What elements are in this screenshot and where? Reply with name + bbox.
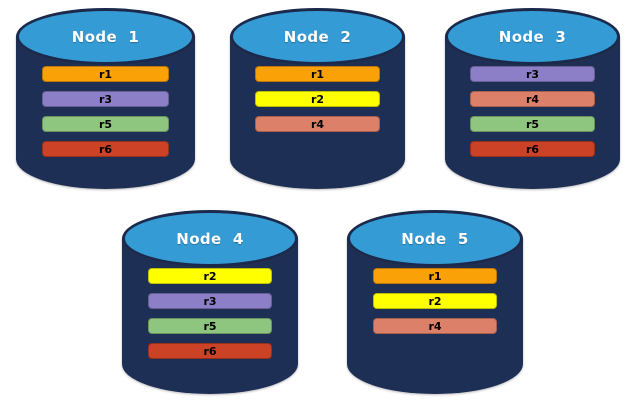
replica-bar-r6: r6 [41,141,170,157]
node-cylinder-5: Node 5 r1 r2 r4 [347,210,523,394]
cylinder-top: Node 3 [445,8,620,65]
node-cylinder-3: Node 3 r3 r4 r5 r6 [445,8,620,189]
cylinder-top: Node 5 [347,210,523,267]
replica-bar-r6: r6 [470,141,595,157]
replica-bar-r5: r5 [147,318,273,334]
replica-list: r1 r3 r5 r6 [16,66,195,157]
replica-bar-r1: r1 [372,268,498,284]
node-title: Node 3 [498,27,567,46]
replica-bar-r2: r2 [147,268,273,284]
replica-list: r2 r3 r5 r6 [122,268,298,359]
replica-list: r3 r4 r5 r6 [445,66,620,157]
cylinder-top: Node 4 [122,210,298,267]
node-cylinder-1: Node 1 r1 r3 r5 r6 [16,8,195,189]
replica-list: r1 r2 r4 [347,268,523,334]
node-title: Node 4 [176,229,244,248]
replica-bar-r1: r1 [255,66,380,82]
replica-bar-r5: r5 [470,116,595,132]
replica-bar-r1: r1 [41,66,170,82]
replica-list: r1 r2 r4 [230,66,405,132]
node-cylinder-2: Node 2 r1 r2 r4 [230,8,405,189]
node-title: Node 2 [283,27,352,46]
replica-bar-r4: r4 [255,116,380,132]
node-cylinder-4: Node 4 r2 r3 r5 r6 [122,210,298,394]
replica-bar-r3: r3 [470,66,595,82]
replica-bar-r3: r3 [147,293,273,309]
replica-bar-r4: r4 [372,318,498,334]
node-title: Node 5 [401,229,469,248]
replica-bar-r3: r3 [41,91,170,107]
node-title: Node 1 [71,27,140,46]
replica-bar-r6: r6 [147,343,273,359]
replica-bar-r5: r5 [41,116,170,132]
replica-bar-r2: r2 [372,293,498,309]
replica-bar-r2: r2 [255,91,380,107]
replica-bar-r4: r4 [470,91,595,107]
cylinder-top: Node 2 [230,8,405,65]
cylinder-top: Node 1 [16,8,195,65]
